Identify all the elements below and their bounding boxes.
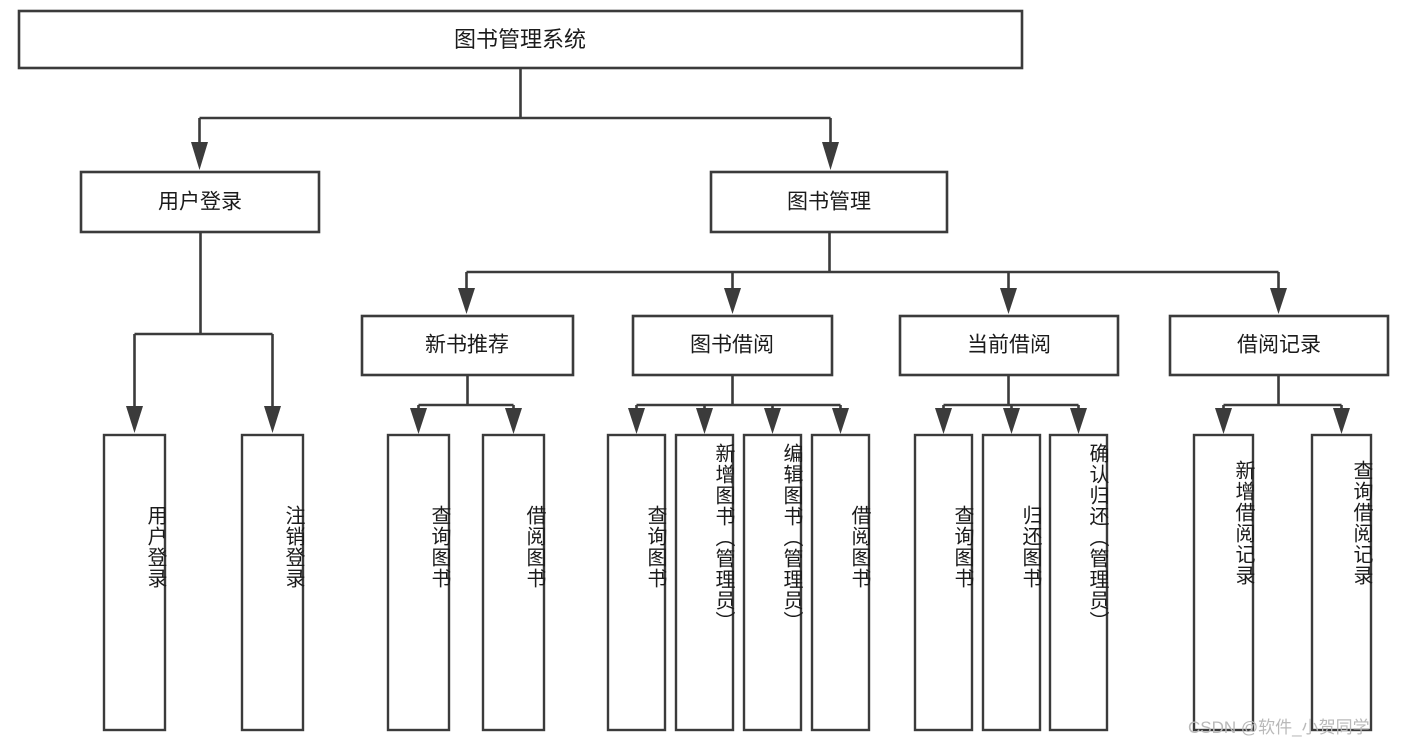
node-root-box[interactable] — [17, 9, 1024, 70]
arrow-book-mgmt-child-4-icon — [1270, 288, 1287, 314]
node-root[interactable]: 图书管理系统 — [17, 9, 1024, 70]
node-root-label: 图书管理系统 — [454, 27, 586, 52]
node-user-login-label: 用户登录 — [158, 191, 242, 214]
node-current-borrow[interactable]: 当前借阅 — [898, 314, 1120, 377]
leaf-box-current-borrow-1[interactable] — [913, 433, 974, 732]
leaf-box-user-login-1[interactable] — [102, 433, 167, 732]
arrow-current-borrow-leaf-2-icon — [1003, 408, 1020, 434]
node-borrow-record-label: 借阅记录 — [1237, 334, 1321, 357]
arrow-book-borrow-leaf-1-icon — [628, 408, 645, 434]
arrow-book-borrow-leaf-3-icon — [764, 408, 781, 434]
arrow-borrow-record-leaf-1-icon — [1215, 408, 1232, 434]
node-new-book-recommend-label: 新书推荐 — [425, 334, 509, 357]
leaf-box-user-login-2[interactable] — [240, 433, 305, 732]
arrow-book-mgmt-child-1-icon — [458, 288, 475, 314]
leaf-box-borrow-record-1[interactable] — [1192, 433, 1255, 732]
node-book-management[interactable]: 图书管理 — [709, 170, 949, 234]
node-user-login[interactable]: 用户登录 — [79, 170, 321, 234]
arrow-book-mgmt-child-2-icon — [724, 288, 741, 314]
node-book-borrow-label: 图书借阅 — [690, 334, 774, 357]
node-borrow-record[interactable]: 借阅记录 — [1168, 314, 1390, 377]
leaf-box-book-borrow-3[interactable] — [742, 433, 803, 732]
arrow-book-borrow-leaf-4-icon — [832, 408, 849, 434]
node-book-management-label: 图书管理 — [787, 191, 871, 214]
leaf-box-new-book-2[interactable] — [481, 433, 546, 732]
arrow-root-to-user-login-icon — [191, 142, 208, 170]
leaf-box-book-borrow-2[interactable] — [674, 433, 735, 732]
leaf-box-book-borrow-1[interactable] — [606, 433, 667, 732]
arrow-new-book-leaf-2-icon — [505, 408, 522, 434]
arrow-user-login-leaf-1-icon — [126, 406, 143, 433]
node-book-borrow[interactable]: 图书借阅 — [631, 314, 834, 377]
arrow-book-borrow-leaf-2-icon — [696, 408, 713, 434]
leaf-box-current-borrow-3[interactable] — [1048, 433, 1109, 732]
node-new-book-recommend-box[interactable] — [360, 314, 575, 377]
node-current-borrow-box[interactable] — [898, 314, 1120, 377]
leaf-box-book-borrow-4[interactable] — [810, 433, 871, 732]
node-borrow-record-box[interactable] — [1168, 314, 1390, 377]
node-book-borrow-box[interactable] — [631, 314, 834, 377]
arrow-user-login-leaf-2-icon — [264, 406, 281, 433]
leaf-box-current-borrow-2[interactable] — [981, 433, 1042, 732]
arrow-borrow-record-leaf-2-icon — [1333, 408, 1350, 434]
arrow-current-borrow-leaf-3-icon — [1070, 408, 1087, 434]
leaf-box-borrow-record-2[interactable] — [1310, 433, 1373, 732]
node-new-book-recommend[interactable]: 新书推荐 — [360, 314, 575, 377]
node-current-borrow-label: 当前借阅 — [967, 334, 1051, 357]
arrow-new-book-leaf-1-icon — [410, 408, 427, 434]
node-book-management-box[interactable] — [709, 170, 949, 234]
leaf-box-new-book-1[interactable] — [386, 433, 451, 732]
arrow-root-to-book-mgmt-icon — [822, 142, 839, 170]
arrow-current-borrow-leaf-1-icon — [935, 408, 952, 434]
arrow-book-mgmt-child-3-icon — [1000, 288, 1017, 314]
